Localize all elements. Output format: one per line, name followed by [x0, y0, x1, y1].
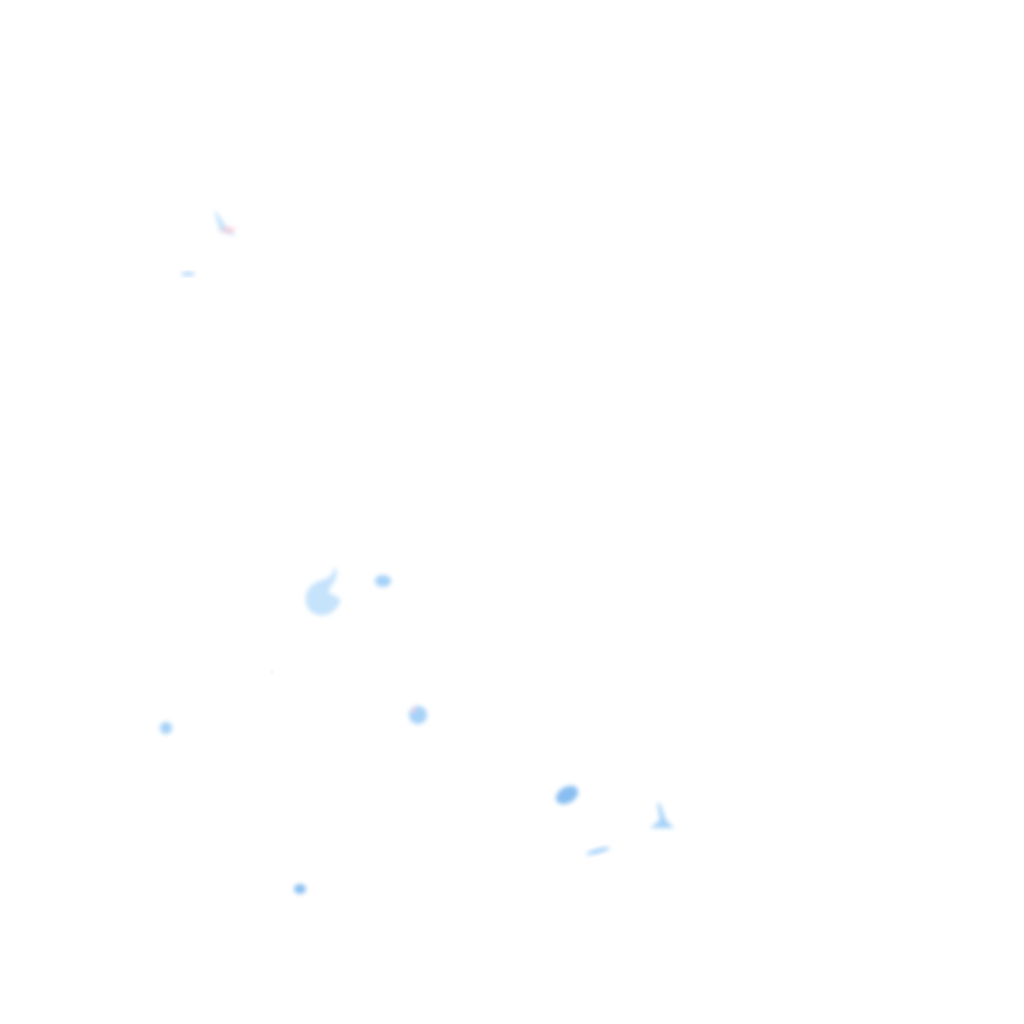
speckle-blob-large [305, 566, 341, 616]
speckle-small-a [375, 575, 391, 587]
speckle-bottom-dot [294, 884, 306, 894]
speckle-oval-right [555, 785, 579, 805]
speckle-shard-right [650, 802, 674, 828]
speckle-left-dot [160, 722, 172, 734]
speckle-dash-bottom [586, 847, 610, 855]
speckle-dash-top [181, 272, 195, 276]
speckle-dot-tiny [270, 670, 274, 674]
speckle-top-left [214, 210, 236, 236]
speckle-center-dot [409, 706, 427, 724]
